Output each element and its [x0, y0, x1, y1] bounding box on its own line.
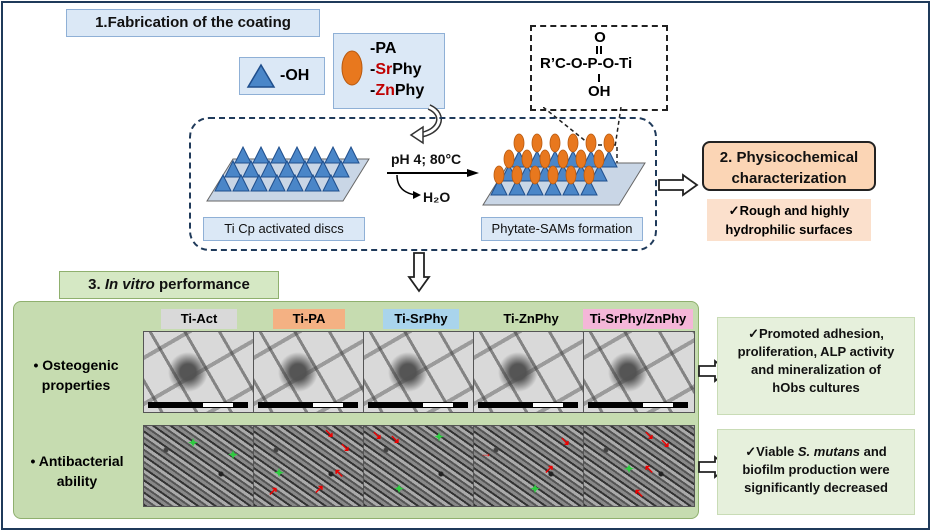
pa-label: -PA [370, 40, 397, 57]
chem-structure-box: O R’C-O-P-O-Ti OH [530, 25, 668, 111]
micrograph-osteo-ti-znphy [473, 331, 585, 413]
ti-disc-caption: Ti Cp activated discs [203, 217, 365, 241]
phytate-legend: -PA -SrPhy -ZnPhy [333, 33, 445, 109]
sam-caption: Phytate-SAMs formation [481, 217, 643, 241]
srphy-label: -SrPhy [370, 61, 422, 78]
section1-title: 1.Fabrication of the coating [66, 9, 320, 37]
row-label-osteogenic: • Osteogenic properties [33, 357, 119, 393]
triangle-icon [246, 63, 276, 88]
micrograph-bact-ti-srphy: ↘↘ ✦✦ [363, 425, 475, 507]
reaction-condition: pH 4; 80°C [391, 151, 462, 167]
tag-ti-srphy: Ti-SrPhy [383, 309, 459, 329]
reaction-arrow-icon [387, 169, 479, 199]
water-byproduct: H₂O [423, 189, 451, 205]
micrograph-osteo-ti-act [143, 331, 255, 413]
down-arrow-icon [407, 252, 431, 293]
micrograph-bact-ti-znphy: →↘ ↗✦ [473, 425, 585, 507]
micrograph-osteo-ti-srphy [363, 331, 475, 413]
oval-icon [341, 50, 363, 86]
curved-arrow-icon [409, 104, 442, 145]
micrograph-osteo-ti-pa [253, 331, 365, 413]
sam-disc-image [482, 133, 646, 206]
tag-ti-srzn: Ti-SrPhy/ZnPhy [583, 309, 693, 329]
micrograph-bact-ti-srzn: ↘↘ ✦↖ ↖ [583, 425, 695, 507]
oh-label: -OH [280, 67, 310, 84]
section2-result: ✓Rough and highly hydrophilic surfaces [707, 199, 871, 241]
result-antibacterial: ✓Viable S. mutans and biofilm production… [717, 429, 915, 515]
section2-title: 2. Physicochemical characterization [702, 141, 876, 191]
tag-ti-znphy: Ti-ZnPhy [503, 311, 559, 326]
micrograph-bact-ti-act: ✦✦ [143, 425, 255, 507]
section3-title: 3. In vitro performance [59, 271, 279, 299]
tag-ti-act: Ti-Act [161, 309, 237, 329]
oh-legend: -OH [239, 57, 325, 95]
chem-formula: R’C-O-P-O-Ti [540, 55, 633, 72]
tag-ti-pa: Ti-PA [273, 309, 345, 329]
right-arrow-icon [658, 173, 699, 197]
micrograph-bact-ti-pa: ↘↘ ✦↗ ↗↖ [253, 425, 365, 507]
chem-oxygen: O [594, 29, 606, 46]
micrograph-osteo-ti-srzn [583, 331, 695, 413]
row-label-antibacterial: • Antibacterial ability [30, 453, 124, 489]
znphy-label: -ZnPhy [370, 82, 425, 99]
chem-oh: OH [588, 83, 611, 100]
result-osteogenic: ✓Promoted adhesion, proliferation, ALP a… [717, 317, 915, 415]
ti-disc-image [206, 145, 370, 202]
reaction-panel [189, 117, 657, 251]
